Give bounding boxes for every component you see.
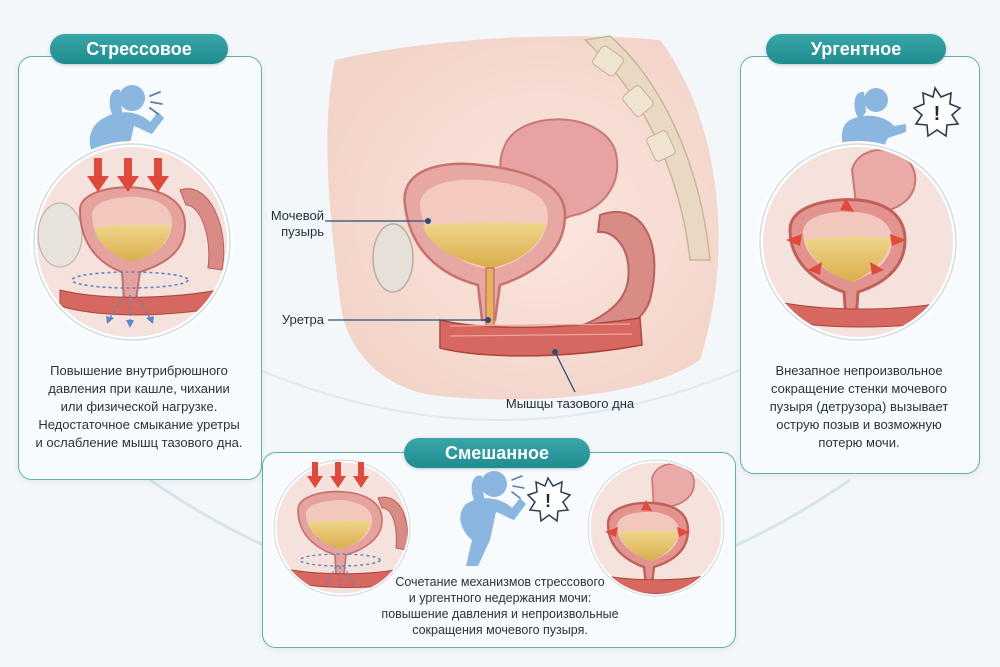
detrusor-contraction-arrows-icon bbox=[786, 198, 906, 275]
mixed-coughing-person-icon bbox=[460, 471, 526, 566]
stress-description: Повышение внутрибрюшного давления при ка… bbox=[35, 363, 243, 450]
mixed-description: Сочетание механизмов стрессового и урген… bbox=[381, 575, 619, 637]
spine bbox=[583, 35, 711, 261]
mixed-pressure-arrows-icon bbox=[307, 462, 369, 488]
urethra-label: Уретра bbox=[281, 312, 324, 327]
mixed-title: Смешанное bbox=[404, 438, 590, 468]
urgent-person-icon bbox=[841, 88, 906, 154]
urge-title: Ургентное bbox=[766, 34, 946, 64]
mixed-contraction-arrows-icon bbox=[605, 500, 690, 537]
pelvic-floor-label: Мышцы тазового дна bbox=[505, 396, 635, 411]
urge-description: Внезапное непроизвольное сокращение стен… bbox=[769, 363, 949, 450]
stress-title: Стрессовое bbox=[50, 34, 228, 64]
mixed-alert-mark: ! bbox=[545, 491, 551, 511]
urine bbox=[423, 222, 546, 268]
cough-lines bbox=[149, 91, 163, 115]
pressure-arrows-icon bbox=[87, 158, 169, 192]
alert-mark: ! bbox=[934, 103, 941, 125]
bladder-label: Мочевой пузырь bbox=[270, 208, 324, 239]
coughing-person-icon bbox=[89, 85, 164, 152]
leakage-arrows-icon bbox=[71, 271, 189, 322]
mixed-alert-starburst-icon: ! bbox=[526, 476, 572, 523]
mixed-leakage-arrows-icon bbox=[299, 553, 381, 590]
alert-starburst-icon: ! bbox=[912, 85, 962, 138]
pelvic-floor-muscle bbox=[439, 317, 643, 357]
pubic-bone bbox=[372, 223, 414, 293]
